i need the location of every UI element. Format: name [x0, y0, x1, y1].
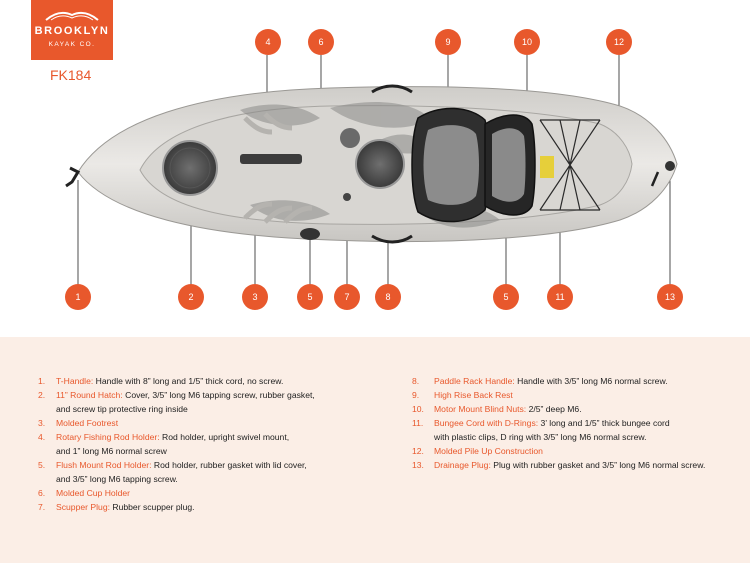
- list-item: 1. T-Handle: Handle with 8” long and 1/5”…: [38, 374, 315, 388]
- item-desc: 2/5” deep M6.: [526, 404, 582, 414]
- item-desc: Plug with rubber gasket and 3/5” long M6…: [490, 460, 706, 470]
- list-item: 3. Molded Footrest: [38, 416, 315, 430]
- front-hatch: [162, 140, 218, 196]
- drainage-plug: [665, 161, 675, 171]
- callout-1: 1: [65, 284, 91, 310]
- parts-list-panel: [0, 337, 750, 563]
- paddle-rack-handle: [371, 234, 413, 244]
- center-hatch: [355, 139, 405, 189]
- item-continuation: and 3/5” long M6 tapping screw.: [56, 474, 178, 484]
- item-continuation: with plastic clips, D ring with 3/5” lon…: [434, 432, 647, 442]
- callout-3: 3: [242, 284, 268, 310]
- item-desc: Rod holder, upright swivel mount,: [159, 432, 290, 442]
- item-desc: Rod holder, rubber gasket with lid cover…: [151, 460, 307, 470]
- footrest-ridges: [243, 112, 313, 224]
- list-item: 2. 11” Round Hatch: Cover, 3/5” long M6 t…: [38, 388, 315, 416]
- callout-6: 6: [308, 29, 334, 55]
- item-continuation: and 1” long M6 normal screw: [56, 446, 167, 456]
- item-desc: Handle with 3/5” long M6 normal screw.: [514, 376, 668, 386]
- side-handle-top: [371, 84, 413, 94]
- callout-10: 10: [514, 29, 540, 55]
- model-number: FK184: [50, 67, 92, 83]
- item-number: 9.: [412, 390, 420, 400]
- item-number: 5.: [38, 460, 46, 470]
- bungee-cords: [539, 119, 601, 211]
- item-continuation: and screw tip protective ring inside: [56, 404, 188, 414]
- yellow-tag: [540, 156, 554, 178]
- callout-7: 7: [334, 284, 360, 310]
- item-desc: Cover, 3/5” long M6 tapping screw, rubbe…: [122, 390, 315, 400]
- item-term: High Rise Back Rest: [434, 390, 513, 400]
- callout-2: 2: [178, 284, 204, 310]
- item-desc: 3’ long and 1/5” thick bungee cord: [538, 418, 670, 428]
- item-number: 6.: [38, 488, 46, 498]
- callout-8: 8: [375, 284, 401, 310]
- item-number: 10.: [412, 404, 424, 414]
- item-term: Molded Footrest: [56, 418, 119, 428]
- rotary-rod-holder: [240, 154, 302, 164]
- item-number: 7.: [38, 502, 46, 512]
- cup-holder: [340, 128, 360, 148]
- callout-4: 4: [255, 29, 281, 55]
- list-item: 8. Paddle Rack Handle: Handle with 3/5” l…: [412, 374, 705, 388]
- item-number: 3.: [38, 418, 46, 428]
- item-number: 11.: [412, 418, 424, 428]
- item-term: Drainage Plug:: [434, 460, 491, 470]
- item-number: 4.: [38, 432, 46, 442]
- logo-name: BROOKLYN: [34, 25, 110, 37]
- list-item: 10. Motor Mount Blind Nuts: 2/5” deep M6.: [412, 402, 705, 416]
- item-term: T-Handle:: [56, 376, 94, 386]
- callout-9: 9: [435, 29, 461, 55]
- list-item: 5. Flush Mount Rod Holder: Rod holder, ru…: [38, 458, 315, 486]
- item-term: Molded Cup Holder: [56, 488, 131, 498]
- item-desc: Handle with 8” long and 1/5” thick cord,…: [93, 376, 284, 386]
- item-number: 1.: [38, 376, 46, 386]
- item-term: Paddle Rack Handle:: [434, 376, 515, 386]
- callout-11: 11: [547, 284, 573, 310]
- list-item: 12. Molded Pile Up Construction: [412, 444, 705, 458]
- list-item: 11. Bungee Cord with D-Rings: 3’ long and…: [412, 416, 705, 444]
- callout-13: 13: [657, 284, 683, 310]
- item-number: 12.: [412, 446, 424, 456]
- item-term: 11” Round Hatch:: [56, 390, 123, 400]
- parts-list-left: 1. T-Handle: Handle with 8” long and 1/5”…: [38, 374, 315, 514]
- item-number: 8.: [412, 376, 420, 386]
- wave-icon: [45, 11, 99, 21]
- item-number: 2.: [38, 390, 46, 400]
- item-term: Motor Mount Blind Nuts:: [434, 404, 527, 414]
- list-item: 7. Scupper Plug: Rubber scupper plug.: [38, 500, 315, 514]
- flush-rod-holder: [300, 228, 320, 240]
- item-desc: Rubber scupper plug.: [109, 502, 195, 512]
- item-term: Bungee Cord with D-Rings:: [434, 418, 539, 428]
- scupper-plug: [343, 193, 351, 201]
- item-number: 13.: [412, 460, 424, 470]
- t-handle: [65, 166, 81, 188]
- brooklyn-kayak-logo: BROOKLYN KAYAK CO.: [31, 0, 113, 60]
- stern-handle: [650, 171, 660, 187]
- callout-5: 5: [297, 284, 323, 310]
- callout-12: 12: [606, 29, 632, 55]
- list-item: 4. Rotary Fishing Rod Holder: Rod holder,…: [38, 430, 315, 458]
- list-item: 13. Drainage Plug: Plug with rubber gaske…: [412, 458, 705, 472]
- item-term: Molded Pile Up Construction: [434, 446, 543, 456]
- callout-5b: 5: [493, 284, 519, 310]
- list-item: 9. High Rise Back Rest: [412, 388, 705, 402]
- item-term: Flush Mount Rod Holder:: [56, 460, 152, 470]
- parts-list-right: 8. Paddle Rack Handle: Handle with 3/5” l…: [412, 374, 705, 472]
- item-term: Scupper Plug:: [56, 502, 110, 512]
- logo-subtitle: KAYAK CO.: [48, 41, 96, 48]
- kayak-diagram: [65, 55, 678, 285]
- list-item: 6. Molded Cup Holder: [38, 486, 315, 500]
- item-term: Rotary Fishing Rod Holder:: [56, 432, 160, 442]
